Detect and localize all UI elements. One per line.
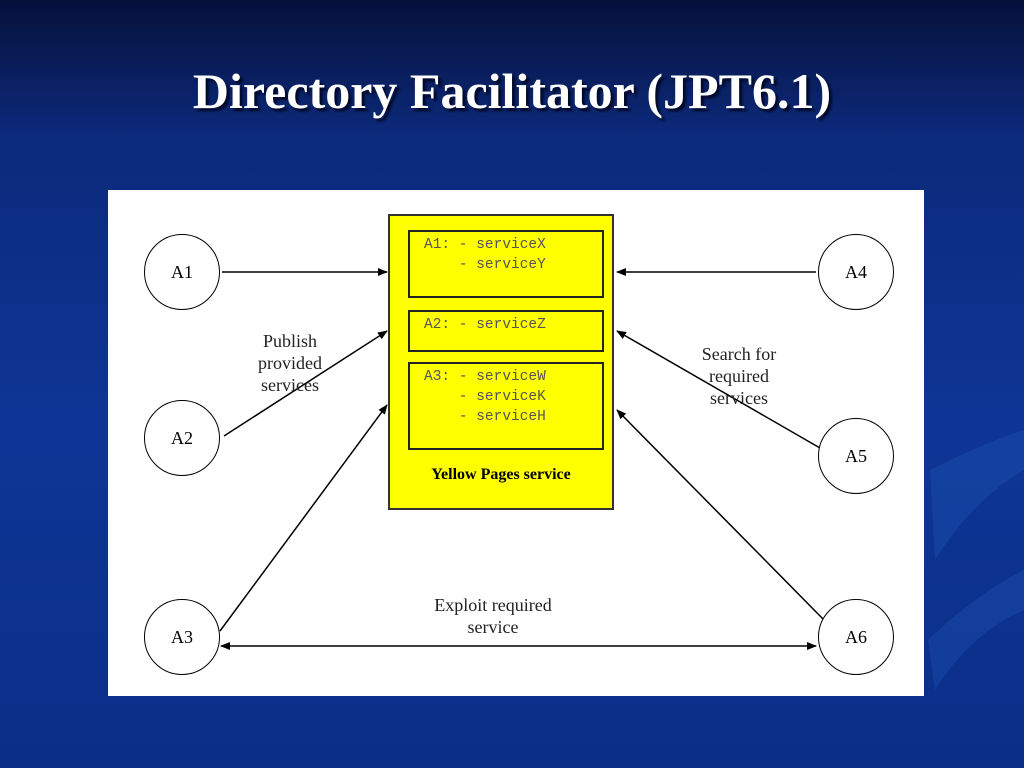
yellow-pages-caption: Yellow Pages service	[431, 466, 571, 483]
exploit-service-note: Exploit required service	[408, 594, 578, 638]
agent-label: A1	[171, 261, 193, 282]
arrow-a5-to-yp	[616, 330, 821, 449]
yellow-pages-service-box: A1: - serviceX - serviceY A2: - serviceZ…	[388, 214, 614, 510]
note-line: Exploit required	[434, 595, 552, 615]
entry-line: A2: - serviceZ	[424, 317, 546, 333]
note-line: Search for	[701, 344, 777, 364]
agent-a3-node: A3	[144, 599, 220, 675]
note-line: required	[709, 366, 769, 386]
agent-label: A6	[845, 626, 867, 647]
note-line: services	[710, 388, 768, 408]
entry-line: - serviceY	[424, 257, 546, 273]
agent-a1-node: A1	[144, 234, 220, 310]
entry-line: - serviceH	[424, 409, 546, 425]
agent-a5-node: A5	[818, 418, 894, 494]
search-services-note: Search for required services	[680, 343, 798, 409]
diagram-panel: A1: - serviceX - serviceY A2: - serviceZ…	[108, 190, 924, 696]
agent-a4-node: A4	[818, 234, 894, 310]
directory-entry-a1: A1: - serviceX - serviceY	[408, 230, 604, 298]
entry-line: - serviceK	[424, 389, 546, 405]
connector-arrows	[219, 268, 825, 650]
agent-label: A4	[845, 261, 867, 282]
agent-label: A3	[171, 626, 193, 647]
agent-label: A2	[171, 427, 193, 448]
entry-line: A1: - serviceX	[424, 237, 546, 253]
note-line: provided	[258, 353, 322, 373]
arrow-a6-to-yp	[616, 409, 825, 621]
arrow-a3-to-yp	[219, 404, 388, 632]
publish-services-note: Publish provided services	[240, 330, 340, 396]
arrow-a2-to-yp	[223, 330, 388, 437]
agent-label: A5	[845, 445, 867, 466]
agent-a6-node: A6	[818, 599, 894, 675]
note-line: services	[261, 375, 319, 395]
directory-entry-a2: A2: - serviceZ	[408, 310, 604, 352]
note-line: service	[467, 617, 519, 637]
directory-entry-a3: A3: - serviceW - serviceK - serviceH	[408, 362, 604, 450]
note-line: Publish	[262, 331, 318, 351]
entry-line: A3: - serviceW	[424, 369, 546, 385]
slide-title: Directory Facilitator (JPT6.1)	[192, 63, 832, 119]
agent-a2-node: A2	[144, 400, 220, 476]
